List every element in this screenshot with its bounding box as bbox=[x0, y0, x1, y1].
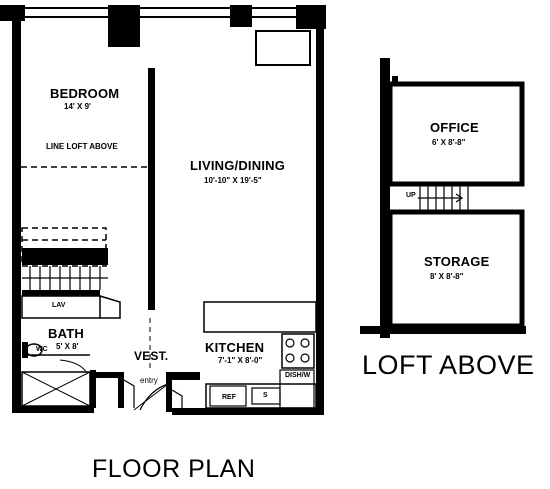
office-label: OFFICE bbox=[430, 120, 479, 135]
sink-label: S bbox=[263, 392, 268, 399]
living-dining-dimensions: 10'-10" X 19'-5" bbox=[204, 176, 262, 185]
water-closet-label: WC bbox=[36, 346, 48, 353]
living-dining-label: LIVING/DINING bbox=[190, 158, 286, 173]
floor-plan-caption: FLOOR PLAN bbox=[92, 455, 256, 483]
kitchen-lower-counter bbox=[205, 383, 317, 409]
kitchen-range bbox=[281, 333, 315, 369]
left-wall bbox=[12, 20, 21, 412]
office-dimensions: 6' X 8'-8" bbox=[432, 138, 466, 147]
right-wall bbox=[316, 20, 324, 414]
vestibule-label: VEST. bbox=[134, 349, 169, 363]
loft-caption: LOFT ABOVE bbox=[362, 350, 535, 380]
storage-label: STORAGE bbox=[424, 254, 490, 269]
refrigerator-label: REF bbox=[222, 394, 236, 401]
kitchen-dimensions: 7'-1" X 8'-0" bbox=[218, 356, 263, 365]
bottom-wall-left bbox=[12, 406, 94, 413]
bath-label: BATH bbox=[48, 326, 84, 341]
bath-dimensions: 5' X 8' bbox=[56, 342, 79, 351]
loft-stair-up-label: UP bbox=[406, 192, 416, 199]
bottom-wall-right bbox=[172, 408, 324, 415]
main-floor-walls bbox=[0, 5, 326, 415]
top-wall-left bbox=[0, 5, 25, 21]
bedroom-label: BEDROOM bbox=[50, 86, 120, 101]
kitchen-upper-cabinet bbox=[203, 301, 317, 333]
dishwasher-label: DISH/W bbox=[285, 372, 311, 379]
top-wall-pier bbox=[108, 5, 140, 47]
storage-dimensions: 8' X 8'-8" bbox=[430, 272, 464, 281]
partition-wall bbox=[148, 68, 155, 310]
entry-label: entry bbox=[140, 376, 158, 385]
loft-walls bbox=[360, 58, 526, 338]
loft-line-annotation: LINE LOFT ABOVE bbox=[46, 142, 118, 151]
kitchen-label: KITCHEN bbox=[205, 340, 265, 355]
lavatory-label: LAV bbox=[52, 302, 66, 309]
bedroom-dimensions: 14' X 9' bbox=[64, 102, 91, 111]
closet-top-right bbox=[255, 30, 311, 66]
top-wall-pier-right bbox=[230, 5, 252, 27]
